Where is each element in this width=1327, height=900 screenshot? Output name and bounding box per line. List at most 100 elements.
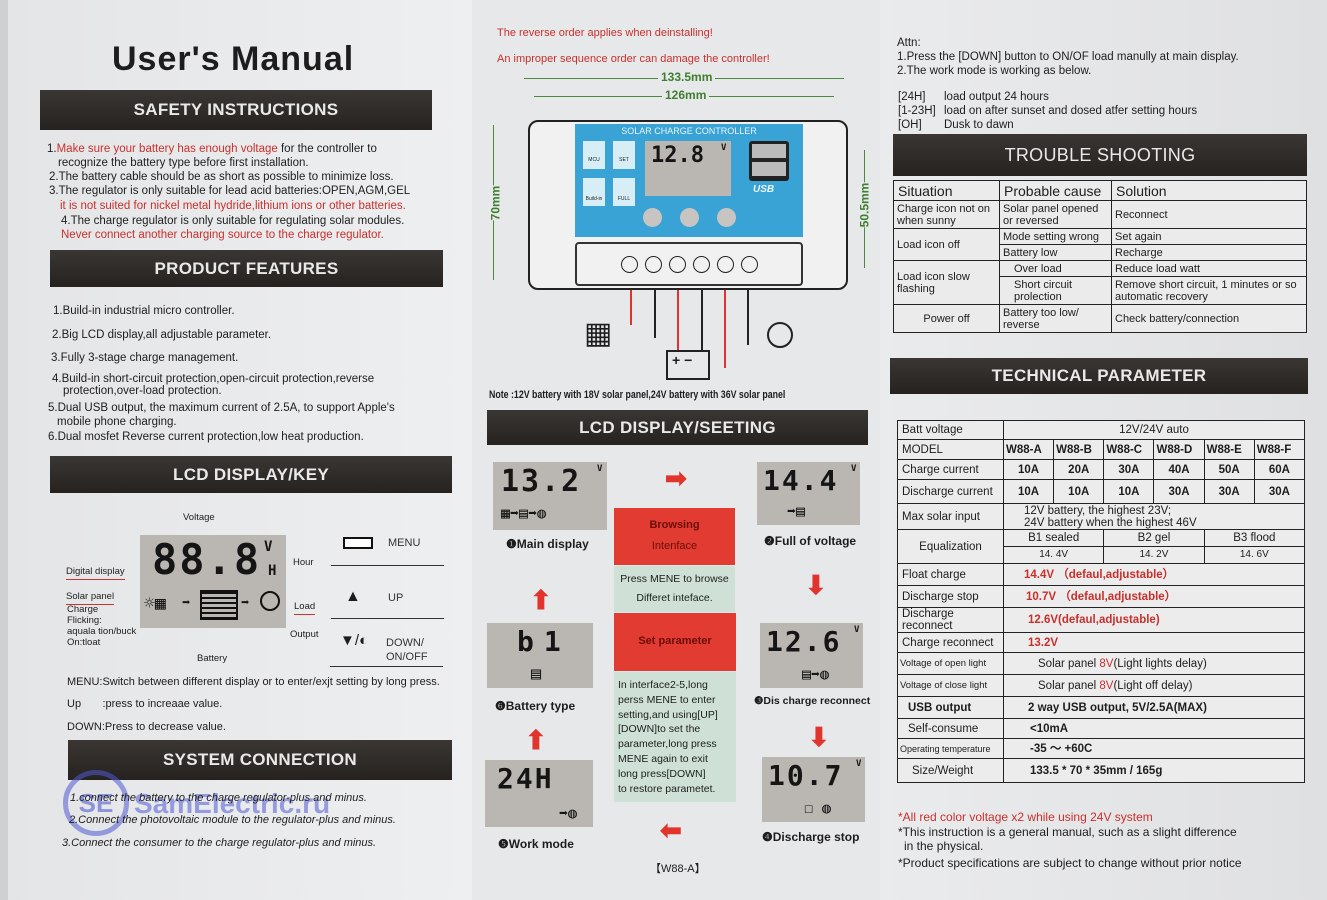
dim-height: 70mm [488,185,503,221]
param-value: 12V/24V auto [1003,420,1305,440]
dim-inner-width: 126mm [662,88,710,102]
model-cell: W88-F [1253,439,1306,460]
label-voltage: Voltage [183,512,215,523]
mode-key: [OH] [898,119,922,131]
badge-text: SET [619,157,629,163]
badge-text: MCU [588,157,600,163]
set-desc-line: to restore parametet. [618,782,716,795]
solar-panel-icon: ▦ [584,317,613,350]
set-desc-line: [DOWN]to set the [618,723,701,736]
solution-cell: Recharge [1111,244,1307,261]
param-label: USB output [897,696,1004,719]
safety-item-3: 3.The regulator is only suitable for lea… [49,185,411,197]
param-value-red: 8V [1099,657,1114,670]
safety-item-1-cont: recognize the battery type before first … [58,157,309,169]
divider [331,565,444,566]
left-page: User's Manual SAFETY INSTRUCTIONS 1.Make… [8,0,472,900]
equalization-value: 14. 6V [1203,546,1306,564]
usb-ports [749,141,789,181]
feature-item: 3.Fully 3-stage charge management. [51,352,239,364]
step-label: Dis charge reconnect [763,695,871,707]
param-label: Voltage of close light [897,674,1004,697]
set-desc-line: parameter,long press [618,738,717,751]
param-label: MODEL [897,439,1004,460]
param-label: Float charge [897,563,1004,586]
arrow-right-icon: ➡ [665,463,687,493]
lcd-setting-heading: LCD DISPLAY/SEETING [487,410,868,445]
cause-cell: Over load [999,260,1112,277]
controller-diagram: SOLAR CHARGE CONTROLLER MCU SET Build-in… [528,120,848,290]
footnote: *This instruction is a general manual, s… [898,825,1237,839]
battery-type: B1 sealed [1002,529,1105,547]
battery-icon: ➡▤ [787,502,806,520]
screen-value: 12.6 [766,625,842,658]
key-description: MENU:Switch between different display or… [67,676,440,688]
label-battery: Battery [197,653,228,664]
wire [747,290,749,345]
lcd-unit-v: V [264,539,275,555]
situation-cell: Load icon off [893,228,1000,261]
situation-cell: Power off [893,304,1000,333]
screen-label-main: ❶Main display [506,537,589,551]
lcd-unit: V [721,143,729,153]
arrow-left-icon: ⬅ [660,815,682,845]
value-cell: 20A [1053,459,1105,480]
value-cell: 30A [1153,479,1205,504]
param-value: 10.7V （defaul,adjustable） [1003,585,1305,608]
model-cell: W88-E [1203,439,1255,460]
safety-item-3-warning: it is not suited for nickel metal hydrid… [60,200,406,212]
sequence-warning: An improper sequence order can damage th… [497,53,770,65]
cause-cell: Battery too low/ reverse [999,304,1112,333]
arrow-down-icon: ⬇ [808,722,830,752]
col-header: Situation [893,180,1000,201]
screen-label-stop: ❹Discharge stop [762,830,859,844]
usb-label: USB [753,184,775,195]
screen-label-full: ❷Full of voltage [764,534,856,548]
set-parameter-box: Set parameter [614,613,736,671]
lcd-unit-h: H [268,563,279,579]
menu-key-icon [343,537,373,549]
table-row: Self-consume<10mA [897,718,1305,739]
label-solar-panel: Solar panel [66,590,115,605]
safety-heading: SAFETY INSTRUCTIONS [40,90,432,130]
mode-desc: Dusk to dawn [944,119,1014,131]
footnote: in the physical. [904,839,984,853]
label-digital-display: Digital display [66,565,125,580]
value-cell: 60A [1253,459,1306,480]
param-value: 14.4V （defaul,adjustable） [1003,563,1305,586]
param-value-red: 8V [1099,679,1114,692]
middle-page: The reverse order applies when deinstall… [472,0,880,900]
battery-icon: + − [666,350,710,380]
badge-text: Build-in [585,196,603,202]
terminal-block [575,242,803,286]
browsing-desc-line: Differet inteface. [636,592,713,604]
screen-battery-type: b1▤ [487,623,593,688]
value-cell: 10A [1002,479,1055,504]
feature-item: 2.Big LCD display,all adjustable paramet… [52,329,272,341]
set-desc-line: long press[DOWN] [618,767,706,780]
lcd-value: 12.8 [651,143,704,168]
step-number: ❻ [495,699,506,713]
param-value: 12.6V(defaul,adjustable) [1003,607,1305,633]
mode-desc: load on after sunset and dosed atfer set… [944,105,1198,117]
watermark-logo: SE [63,770,129,836]
screen-unit: V [854,625,862,635]
wire [724,290,726,368]
browsing-desc-line: Press MENE to browse [620,573,729,585]
solution-cell: Set again [1111,228,1307,245]
param-value: (Light off delay) [1113,679,1193,692]
battery-type: B3 flood [1203,529,1306,547]
screen-value: 14.4 [763,464,839,497]
cause-cell: Short circuit prolection [999,276,1112,305]
param-value: Solar panel [1038,657,1100,670]
wire [630,290,632,325]
item-number: 1. [47,143,57,155]
param-value: 133.5 * 70 * 35mm / 165g [1003,758,1305,783]
